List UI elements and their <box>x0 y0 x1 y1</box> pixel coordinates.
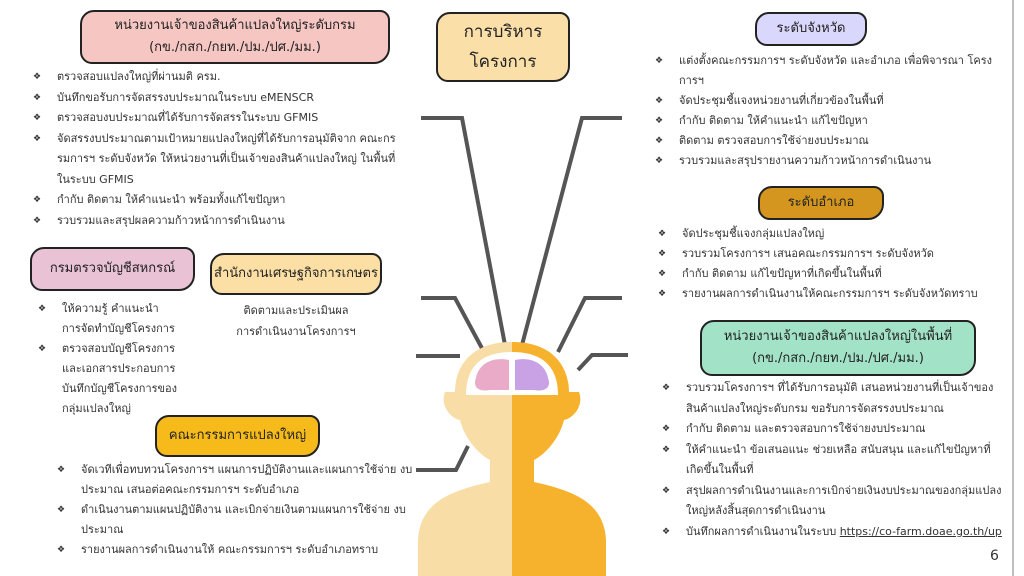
list-item: ดำเนินงานตามแผนปฏิบัติงาน และเบิกจ่ายเงิ… <box>57 500 417 540</box>
oae-line2: การดำเนินงานโครงการฯ <box>236 325 356 338</box>
province-box: ระดับจังหวัด <box>755 12 867 46</box>
list-item: ตรวจสอบงบประมาณที่ได้รับการจัดสรรในระบบ … <box>33 108 403 129</box>
local-owner-list: รวบรวมโครงการฯ ที่ได้รับการอนุมัติ เสนอห… <box>662 378 1007 542</box>
district-box: ระดับอำเภอ <box>758 186 884 220</box>
list-item: ตรวจสอบแปลงใหญ่ที่ผ่านมติ ครม. <box>33 67 403 88</box>
coop-audit-box: กรมตรวจบัญชีสหกรณ์ <box>30 247 195 291</box>
committee-list: จัดเวทีเพื่อทบทวนโครงการฯ แผนการปฏิบัติง… <box>57 460 417 560</box>
list-item: รวบรวมโครงการฯ ที่ได้รับการอนุมัติ เสนอห… <box>662 378 1007 419</box>
list-item: ติดตาม ตรวจสอบการใช้จ่ายงบประมาณ <box>655 131 995 151</box>
brain-left-icon <box>474 359 509 391</box>
list-item: รวบรวมและสรุปผลความก้าวหน้าการดำเนินงาน <box>33 211 403 232</box>
list-item: รายงานผลการดำเนินงานให้ คณะกรรมการฯ ระดั… <box>57 540 417 560</box>
list-item: สรุปผลการดำเนินงานและการเบิกจ่ายเงินงบปร… <box>662 481 1007 522</box>
oae-box: สำนักงานเศรษฐกิจการเกษตร <box>210 253 382 295</box>
list-item-text: บันทึกผลการดำเนินงานในระบบ <box>686 524 840 538</box>
co-farm-link[interactable]: https://co-farm.doae.go.th/up <box>839 524 1002 538</box>
list-item: รวบรวมโครงการฯ เสนอคณะกรรมการฯ ระดับจังห… <box>658 244 1008 264</box>
list-item: จัดเวทีเพื่อทบทวนโครงการฯ แผนการปฏิบัติง… <box>57 460 417 500</box>
list-item: กำกับ ติดตาม ให้คำแนะนำ พร้อมทั้งแก้ไขปั… <box>33 190 403 211</box>
list-item: รวบรวมและสรุปรายงานความก้าวหน้าการดำเนิน… <box>655 151 995 171</box>
oae-line1: ติดตามและประเมินผล <box>243 304 349 317</box>
coop-audit-list: ให้ความรู้ คำแนะนำ การจัดทำบัญชีโครงการ … <box>38 299 178 419</box>
list-item: จัดสรรงบประมาณตามเป้าหมายแปลงใหญ่ที่ได้ร… <box>33 129 403 191</box>
local-owner-title: หน่วยงานเจ้าของสินค้าแปลงใหญ่ในพื้นที่ <box>723 329 953 344</box>
committee-title: คณะกรรมการแปลงใหญ่ <box>168 428 307 443</box>
province-list: แต่งตั้งคณะกรรมการฯ ระดับจังหวัด และอำเภ… <box>655 51 995 171</box>
list-item: กำกับ ติดตาม แก้ไขปัญหาที่เกิดขึ้นในพื้น… <box>658 264 1008 284</box>
title-line1: การบริหาร <box>463 22 543 42</box>
province-title: ระดับจังหวัด <box>776 21 846 36</box>
list-item: ให้ความรู้ คำแนะนำ การจัดทำบัญชีโครงการ <box>38 299 178 339</box>
list-item: แต่งตั้งคณะกรรมการฯ ระดับจังหวัด และอำเภ… <box>655 51 995 91</box>
list-item: จัดประชุมชี้แจงกลุ่มแปลงใหญ่ <box>658 224 1008 244</box>
list-item: บันทึกผลการดำเนินงานในระบบ https://co-fa… <box>662 522 1007 543</box>
list-item: บันทึกขอรับการจัดสรรงบประมาณในระบบ eMENS… <box>33 88 403 109</box>
list-item: ตรวจสอบบัญชีโครงการ และเอกสารประกอบการ บ… <box>38 339 178 419</box>
brain-right-icon <box>515 359 550 391</box>
list-item: จัดประชุมชี้แจงหน่วยงานที่เกี่ยวข้องในพื… <box>655 91 995 111</box>
dept-owner-title: หน่วยงานเจ้าของสินค้าแปลงใหญ่ระดับกรม <box>114 18 356 33</box>
page-number: 6 <box>990 548 999 564</box>
dept-owner-box: หน่วยงานเจ้าของสินค้าแปลงใหญ่ระดับกรม (ก… <box>80 10 390 64</box>
local-owner-subtitle: (กข./กสก./กยท./ปม./ปศ./มม.) <box>752 351 924 366</box>
connector-lines <box>416 116 628 472</box>
list-item: รายงานผลการดำเนินงานให้คณะกรรมการฯ ระดับ… <box>658 284 1008 304</box>
dept-owner-list: ตรวจสอบแปลงใหญ่ที่ผ่านมติ ครม. บันทึกขอร… <box>33 67 403 231</box>
coop-audit-title: กรมตรวจบัญชีสหกรณ์ <box>49 261 176 276</box>
list-item: ให้คำแนะนำ ข้อเสนอแนะ ช่วยเหลือ สนับสนุน… <box>662 440 1007 481</box>
list-item: กำกับ ติดตาม ให้คำแนะนำ แก้ไขปัญหา <box>655 111 995 131</box>
dept-owner-subtitle: (กข./กสก./กยท./ปม./ปศ./มม.) <box>149 40 321 55</box>
head-icon <box>418 342 606 576</box>
district-title: ระดับอำเภอ <box>787 195 855 210</box>
oae-title: สำนักงานเศรษฐกิจการเกษตร <box>214 266 378 281</box>
oae-text: ติดตามและประเมินผล การดำเนินงานโครงการฯ <box>210 300 382 342</box>
district-list: จัดประชุมชี้แจงกลุ่มแปลงใหญ่ รวบรวมโครงก… <box>658 224 1008 304</box>
list-item: กำกับ ติดตาม และตรวจสอบการใช้จ่ายงบประมา… <box>662 419 1007 440</box>
title-box: การบริหาร โครงการ <box>436 12 570 82</box>
committee-box: คณะกรรมการแปลงใหญ่ <box>155 415 320 457</box>
title-line2: โครงการ <box>469 52 537 72</box>
local-owner-box: หน่วยงานเจ้าของสินค้าแปลงใหญ่ในพื้นที่ (… <box>700 320 976 376</box>
